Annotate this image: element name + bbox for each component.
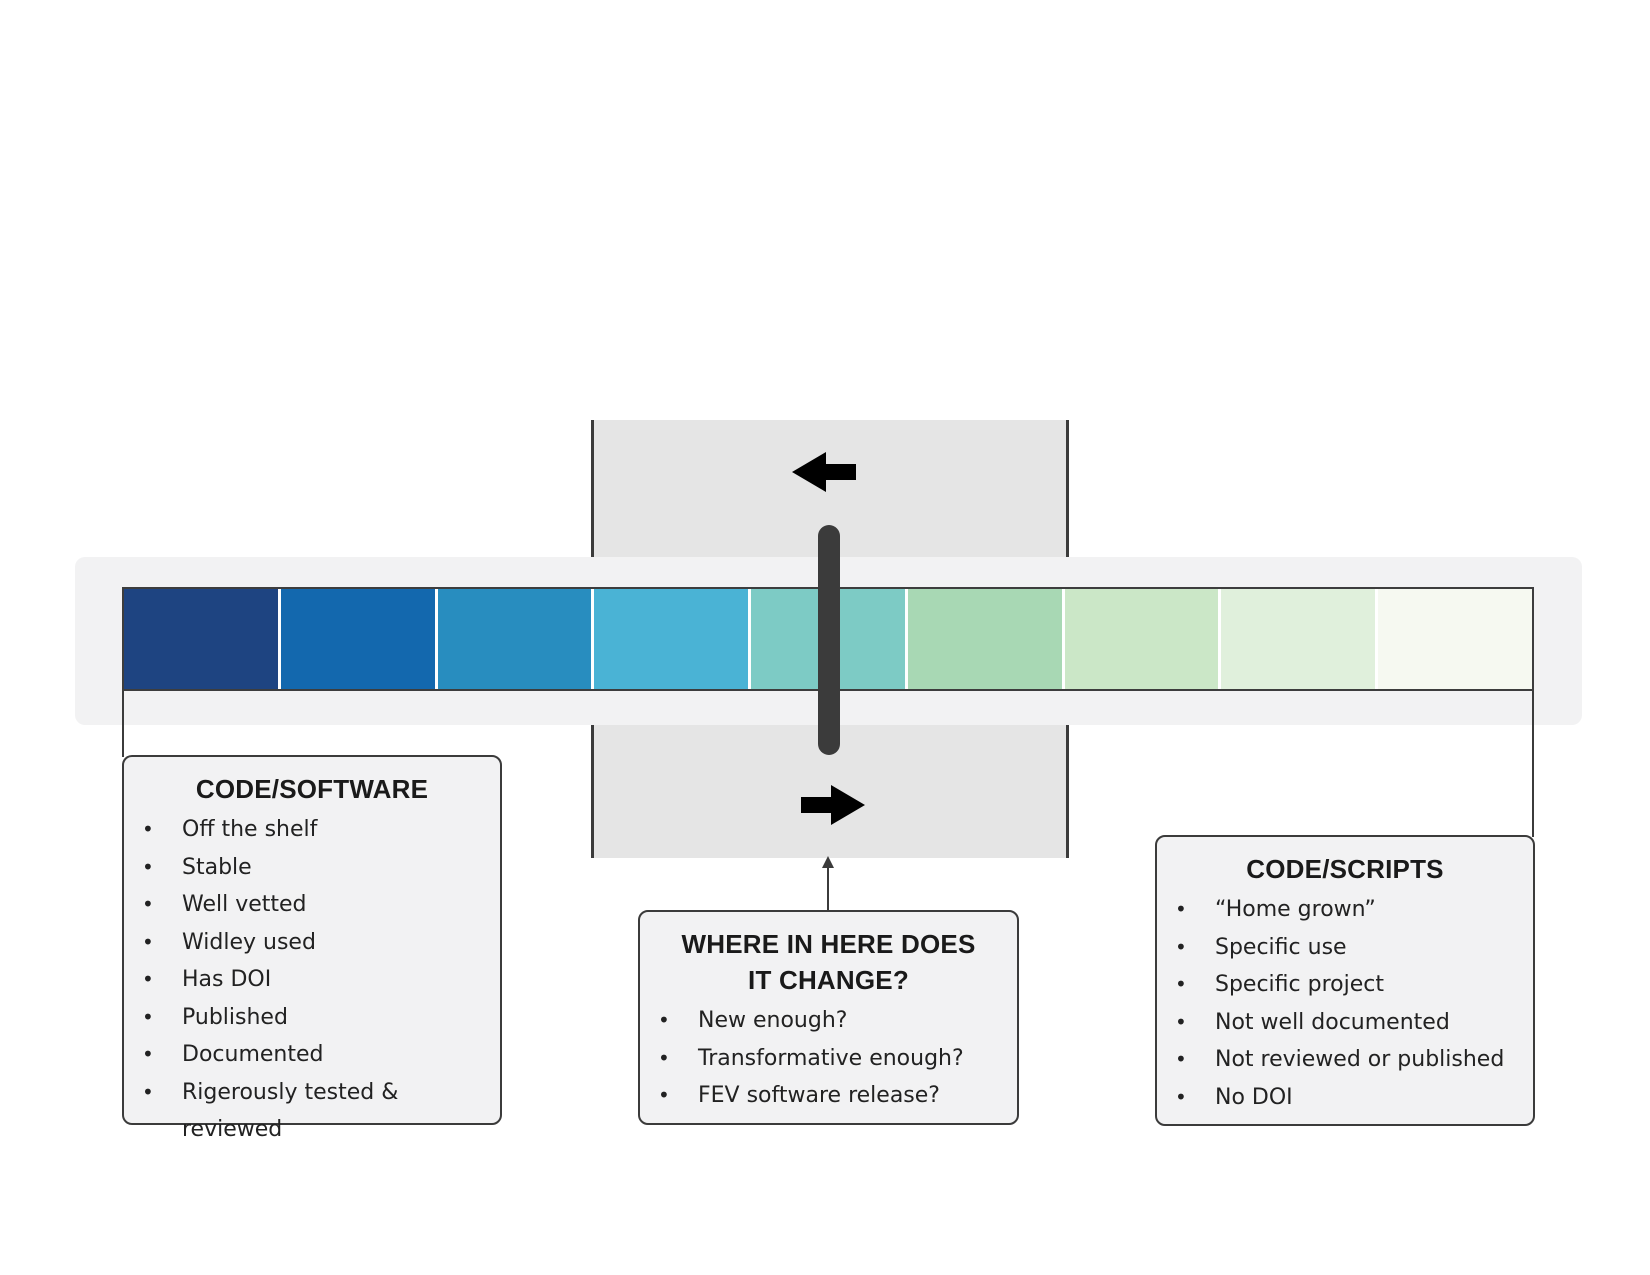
right-box-connector bbox=[1532, 691, 1534, 837]
arrow-left-icon bbox=[792, 452, 856, 492]
list-item: Not well documented bbox=[1175, 1004, 1515, 1042]
where-change-list: New enough? Transformative enough? FEV s… bbox=[658, 1002, 999, 1115]
list-item: New enough? bbox=[658, 1002, 999, 1040]
zone-left-boundary-top bbox=[591, 420, 594, 557]
arrow-right-icon bbox=[801, 785, 865, 825]
list-item: Well vetted bbox=[142, 886, 482, 924]
zone-right-boundary-bottom bbox=[1066, 725, 1069, 858]
list-item: No DOI bbox=[1175, 1079, 1515, 1117]
list-item: Specific use bbox=[1175, 929, 1515, 967]
list-item: FEV software release? bbox=[658, 1077, 999, 1115]
list-item: Specific project bbox=[1175, 966, 1515, 1004]
list-item: Published bbox=[142, 999, 482, 1037]
left-box-connector bbox=[122, 691, 124, 757]
where-change-box: WHERE IN HERE DOES IT CHANGE? New enough… bbox=[638, 910, 1019, 1125]
list-item: Not reviewed or published bbox=[1175, 1041, 1515, 1079]
code-software-title: CODE/SOFTWARE bbox=[195, 774, 429, 804]
spectrum-segment bbox=[591, 589, 749, 689]
spectrum-segment bbox=[1061, 589, 1219, 689]
list-item: Off the shelf bbox=[142, 811, 482, 849]
code-scripts-box: CODE/SCRIPTS “Home grown” Specific use S… bbox=[1155, 835, 1535, 1126]
list-item: “Home grown” bbox=[1175, 891, 1515, 929]
list-item: Has DOI bbox=[142, 961, 482, 999]
center-box-connector bbox=[827, 866, 829, 912]
code-software-list: Off the shelf Stable Well vetted Widley … bbox=[142, 811, 482, 1149]
list-item: Transformative enough? bbox=[658, 1040, 999, 1078]
where-change-title-line2: IT CHANGE? bbox=[748, 965, 909, 995]
spectrum-segment bbox=[1375, 589, 1533, 689]
spectrum-segment bbox=[1218, 589, 1376, 689]
spectrum-segment bbox=[277, 589, 435, 689]
code-scripts-list: “Home grown” Specific use Specific proje… bbox=[1175, 891, 1515, 1116]
where-change-title-line1: WHERE IN HERE DOES bbox=[681, 929, 976, 959]
slider-handle[interactable] bbox=[818, 525, 840, 755]
list-item: Stable bbox=[142, 849, 482, 887]
list-item: Widley used bbox=[142, 924, 482, 962]
spectrum-segment bbox=[904, 589, 1062, 689]
spectrum-segment bbox=[124, 589, 278, 689]
zone-left-boundary-bottom bbox=[591, 725, 594, 858]
list-item: Rigerously tested & reviewed bbox=[142, 1074, 482, 1149]
where-change-title: WHERE IN HERE DOES IT CHANGE? bbox=[658, 926, 999, 998]
zone-right-boundary-top bbox=[1066, 420, 1069, 557]
spectrum-segment bbox=[434, 589, 592, 689]
list-item: Documented bbox=[142, 1036, 482, 1074]
code-scripts-title: CODE/SCRIPTS bbox=[1246, 854, 1444, 884]
connector-arrowhead-icon bbox=[822, 856, 834, 868]
code-software-box: CODE/SOFTWARE Off the shelf Stable Well … bbox=[122, 755, 502, 1142]
